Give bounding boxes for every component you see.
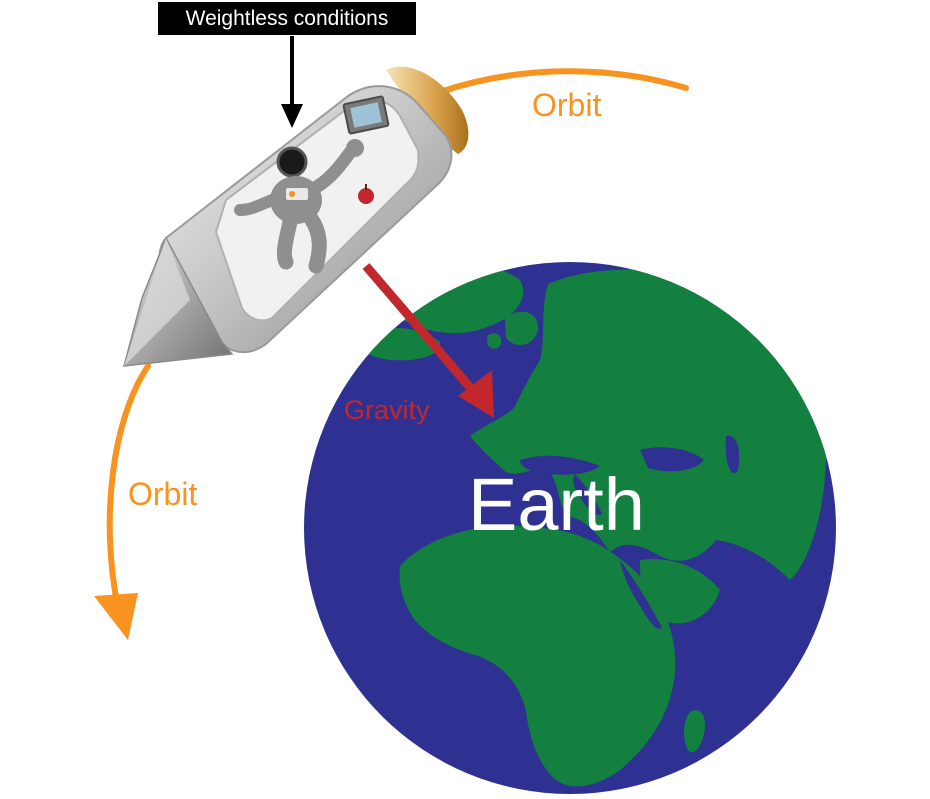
orbit-label-left: Orbit — [128, 476, 198, 512]
laptop-icon — [342, 95, 390, 135]
earth-globe — [304, 262, 836, 794]
gravity-arrow — [362, 263, 494, 418]
nozzle — [386, 66, 469, 154]
gravity-label: Gravity — [344, 395, 430, 425]
spacecraft-icon — [122, 66, 469, 367]
weightless-conditions-label: Weightless conditions — [185, 6, 389, 30]
apple-icon — [358, 184, 374, 204]
weightless-pointer-arrow — [281, 36, 303, 128]
orbit-path-left — [94, 363, 151, 640]
earth-label: Earth — [468, 463, 645, 546]
astronaut-icon — [234, 139, 364, 274]
weightless-conditions-callout: Weightless conditions — [158, 2, 416, 35]
orbit-label-top: Orbit — [532, 87, 602, 123]
orbit-arrowhead — [94, 593, 138, 640]
orbit-path-top — [437, 68, 689, 95]
